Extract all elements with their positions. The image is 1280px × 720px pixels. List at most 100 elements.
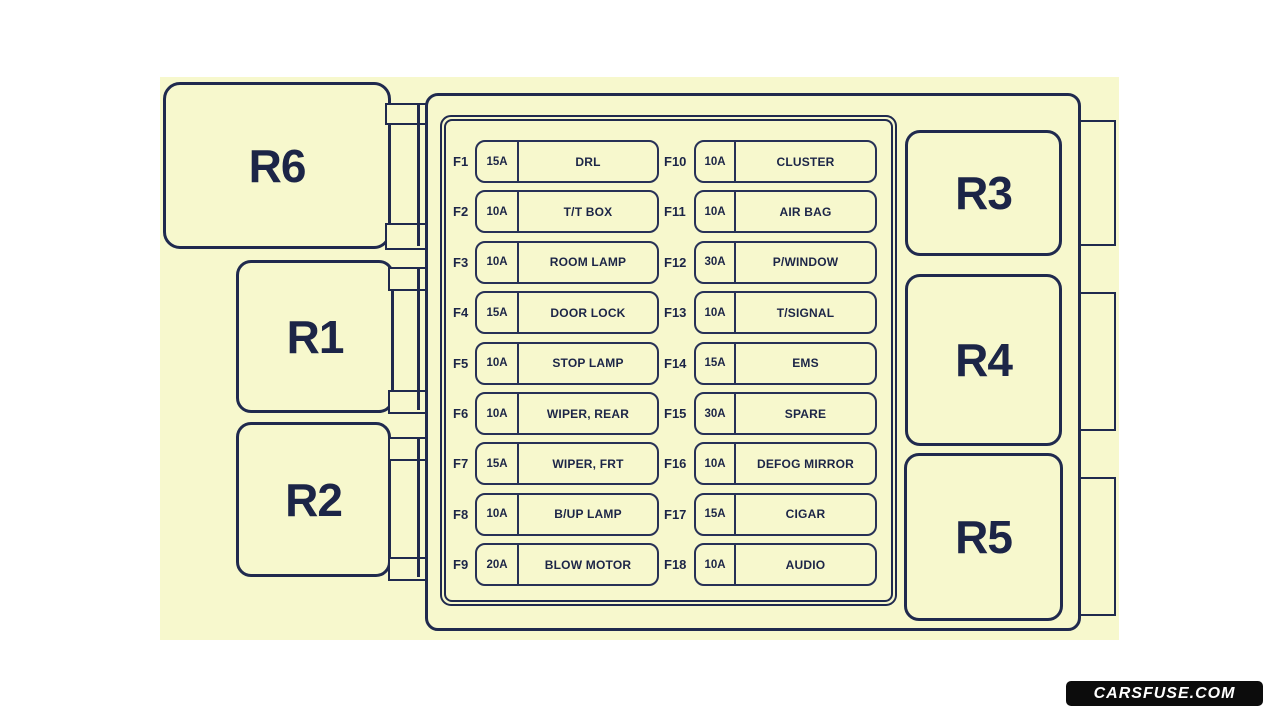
connector-tab	[388, 267, 430, 291]
fuse-amp-rating: 30A	[696, 242, 736, 282]
connector-tab	[388, 557, 430, 581]
fuse-amp-rating: 10A	[696, 545, 736, 585]
fuse-id-label: F9	[453, 557, 469, 573]
fuse-capsule: 10A T/T BOX	[475, 190, 659, 234]
fuse-row: F7 15A WIPER, FRT	[453, 442, 659, 486]
connector-line	[417, 103, 420, 246]
fuse-amp-rating: 10A	[696, 293, 736, 333]
fuse-amp-rating: 10A	[477, 242, 519, 282]
fuse-id-label: F13	[664, 305, 687, 321]
fuse-circuit-name: BLOW MOTOR	[544, 557, 632, 572]
fuse-capsule: 30A SPARE	[694, 392, 877, 435]
fuse-id-label: F4	[453, 305, 469, 321]
fuse-circuit-name: T/SIGNAL	[776, 305, 835, 320]
fuse-id-label: F5	[453, 355, 469, 371]
connector-tab	[385, 223, 430, 250]
fuse-row: F6 10A WIPER, REAR	[453, 392, 659, 435]
fuse-capsule: 10A AIR BAG	[694, 190, 877, 234]
connector-tab	[388, 390, 430, 414]
fuse-amp-rating: 10A	[696, 142, 736, 181]
fuse-id-label: F3	[453, 254, 469, 270]
connector-line	[417, 267, 420, 410]
watermark-badge: CARSFUSE.COM	[1066, 681, 1263, 706]
fuse-circuit-name: WIPER, FRT	[552, 456, 624, 471]
fuse-row: F10 10A CLUSTER	[664, 140, 877, 183]
fuse-amp-rating: 30A	[696, 394, 736, 433]
fuse-amp-rating: 15A	[477, 293, 519, 333]
fuse-row: F1 15A DRL	[453, 140, 659, 183]
fuse-capsule: 30A P/WINDOW	[694, 240, 877, 284]
fuse-id-label: F14	[664, 355, 687, 371]
fuse-capsule: 10A ROOM LAMP	[475, 240, 659, 284]
fuse-amp-rating: 15A	[696, 343, 736, 383]
fuse-amp-rating: 10A	[696, 192, 736, 232]
fuse-amp-rating: 10A	[477, 192, 519, 232]
fuse-capsule: 15A DRL	[475, 140, 659, 183]
relay-box-r1: R1	[236, 260, 394, 413]
fuse-id-label: F2	[453, 204, 469, 220]
connector-tab	[388, 437, 430, 461]
fuse-id-label: F7	[453, 456, 469, 472]
relay-box-r6: R6	[163, 82, 391, 249]
fuse-id-label: F18	[664, 557, 687, 573]
fuse-id-label: F17	[664, 506, 687, 522]
fuse-circuit-name: P/WINDOW	[772, 255, 839, 270]
connector-line	[417, 437, 420, 577]
fuse-circuit-name: WIPER, REAR	[546, 406, 630, 421]
fuse-row: F12 30A P/WINDOW	[664, 240, 877, 284]
fuse-id-label: F6	[453, 406, 469, 421]
fuse-circuit-name: ROOM LAMP	[549, 255, 627, 270]
fuse-amp-rating: 15A	[696, 494, 736, 534]
relay-label: R6	[248, 139, 307, 192]
fuse-row: F13 10A T/SIGNAL	[664, 291, 877, 335]
relay-box-r5: R5	[904, 453, 1063, 621]
fuse-id-label: F1	[453, 154, 469, 169]
fuse-row: F9 20A BLOW MOTOR	[453, 543, 659, 587]
fuse-circuit-name: AIR BAG	[779, 204, 832, 219]
relay-box-r4: R4	[905, 274, 1062, 446]
relay-box-r3: R3	[905, 130, 1062, 256]
fuse-amp-rating: 20A	[477, 545, 519, 585]
fuse-amp-rating: 10A	[477, 494, 519, 534]
fuse-panel-inner-border	[444, 119, 893, 602]
relay-label: R2	[285, 473, 343, 526]
fuse-amp-rating: 15A	[477, 142, 519, 181]
fuse-row: F2 10A T/T BOX	[453, 190, 659, 234]
fuse-capsule: 10A CLUSTER	[694, 140, 877, 183]
fuse-circuit-name: CLUSTER	[776, 154, 835, 169]
fuse-circuit-name: T/T BOX	[563, 204, 613, 219]
fuse-amp-rating: 10A	[477, 394, 519, 433]
relay-label: R4	[955, 334, 1013, 386]
fuse-row: F3 10A ROOM LAMP	[453, 240, 659, 284]
relay-label: R5	[955, 511, 1013, 563]
fuse-capsule: 10A WIPER, REAR	[475, 392, 659, 435]
fuse-id-label: F16	[664, 456, 687, 472]
relay-box-r2: R2	[236, 422, 391, 577]
fuse-capsule: 10A T/SIGNAL	[694, 291, 877, 335]
fuse-id-label: F12	[664, 254, 687, 270]
watermark-text: CARSFUSE.COM	[1093, 684, 1236, 702]
fuse-id-label: F10	[664, 154, 687, 169]
fuse-circuit-name: STOP LAMP	[552, 356, 624, 371]
fuse-circuit-name: B/UP LAMP	[554, 507, 622, 522]
fuse-circuit-name: SPARE	[784, 406, 827, 421]
fuse-circuit-name: DRL	[575, 154, 601, 169]
fuse-amp-rating: 15A	[477, 444, 519, 484]
